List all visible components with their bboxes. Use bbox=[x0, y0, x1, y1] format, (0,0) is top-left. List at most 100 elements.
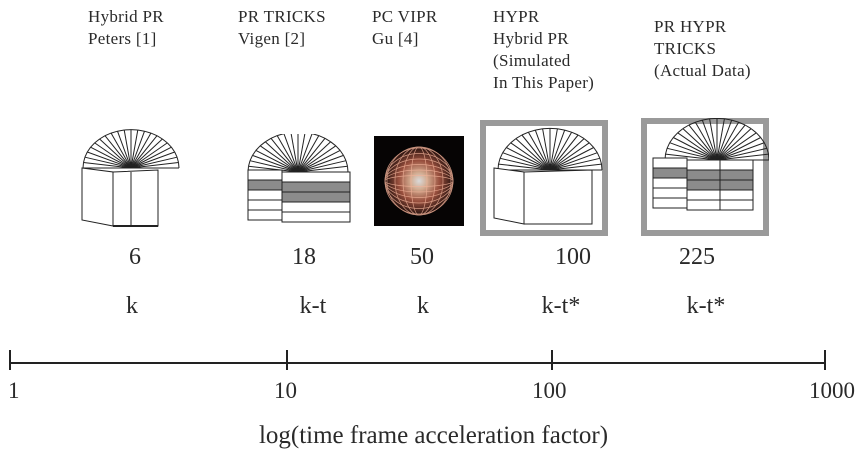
projection-spoke bbox=[549, 134, 579, 171]
projection-spoke bbox=[130, 138, 163, 169]
projection-edge bbox=[593, 147, 598, 153]
radial-projection-with-striped-slabs-icon bbox=[247, 134, 351, 223]
method-title-line: HYPR bbox=[493, 7, 540, 26]
projection-edge bbox=[665, 148, 668, 155]
projection-spoke bbox=[252, 154, 299, 173]
method-title-line: Hybrid PR bbox=[88, 7, 164, 26]
log-scale-axis bbox=[9, 350, 826, 370]
projection-spoke bbox=[270, 137, 299, 173]
projection-spoke bbox=[549, 129, 566, 171]
projection-edge bbox=[330, 141, 337, 147]
projection-spoke bbox=[123, 129, 132, 169]
sampling-kind-label: k bbox=[417, 293, 429, 319]
method-title-line: (Simulated bbox=[493, 51, 571, 70]
projection-edge bbox=[755, 132, 762, 138]
projection-edge bbox=[345, 160, 348, 167]
projection-spoke bbox=[716, 124, 746, 161]
projection-spoke bbox=[130, 142, 168, 169]
projection-edge bbox=[515, 134, 523, 140]
projection-spoke bbox=[297, 134, 313, 173]
projection-spoke bbox=[84, 156, 132, 169]
method-title-pr-tricks: PR TRICKS Vigen [2] bbox=[238, 6, 326, 50]
projection-edge bbox=[137, 129, 145, 132]
projection-spoke bbox=[673, 137, 718, 161]
method-title-line: (Actual Data) bbox=[654, 61, 751, 80]
projection-edge bbox=[156, 135, 163, 140]
projection-spoke bbox=[130, 135, 158, 169]
projection-spoke bbox=[534, 129, 551, 171]
projection-spoke bbox=[297, 154, 344, 173]
projection-spoke bbox=[502, 152, 551, 171]
projection-spoke bbox=[248, 165, 299, 173]
projection-edge bbox=[505, 142, 512, 148]
acceleration-factor-value: 18 bbox=[292, 244, 316, 270]
projection-edge bbox=[90, 142, 96, 148]
projection-edge bbox=[86, 146, 92, 153]
projection-spoke bbox=[527, 131, 551, 171]
sampling-kind-label: k-t bbox=[299, 293, 327, 319]
projection-spoke bbox=[90, 146, 132, 169]
projection-spoke bbox=[688, 124, 718, 161]
projection-spoke bbox=[297, 141, 332, 173]
projection-edge bbox=[599, 158, 602, 165]
projection-spoke bbox=[130, 131, 145, 169]
projection-edge bbox=[94, 138, 100, 144]
projection-spoke bbox=[498, 163, 551, 171]
projection-spoke bbox=[549, 147, 594, 171]
projection-spoke bbox=[665, 153, 718, 161]
projection-edge bbox=[170, 146, 176, 153]
projection-spoke bbox=[549, 142, 590, 171]
projection-edge bbox=[695, 119, 703, 123]
projection-edge bbox=[677, 128, 684, 134]
projection-edge bbox=[583, 138, 590, 144]
acceleration-factor-value: 6 bbox=[129, 244, 141, 270]
projection-spoke bbox=[716, 142, 765, 161]
projection-spoke bbox=[99, 138, 132, 169]
projection-edge bbox=[270, 135, 278, 139]
projection-spoke bbox=[130, 156, 178, 169]
projection-edge bbox=[702, 118, 710, 121]
projection-spoke bbox=[259, 145, 299, 173]
projection-spoke bbox=[297, 145, 337, 173]
projection-spoke bbox=[249, 160, 299, 173]
projection-edge bbox=[682, 124, 690, 130]
projection-edge bbox=[766, 148, 769, 155]
projection-edge bbox=[564, 129, 572, 133]
projection-spoke bbox=[549, 152, 598, 171]
projection-edge bbox=[150, 132, 158, 137]
projection-spoke bbox=[130, 146, 172, 169]
projection-edge bbox=[768, 154, 769, 161]
projection-edge bbox=[83, 157, 86, 163]
axis-title: log(time frame acceleration factor) bbox=[258, 422, 609, 449]
axis-tick-label: 100 bbox=[532, 378, 567, 403]
sphere-line bbox=[384, 147, 454, 215]
projection-spoke bbox=[276, 135, 299, 173]
radial-projection-with-striped-slabs-icon bbox=[641, 118, 769, 236]
axis-tick-label: 1 bbox=[8, 378, 20, 403]
projection-spoke bbox=[515, 138, 551, 171]
projection-edge bbox=[252, 150, 257, 156]
projection-spoke bbox=[716, 137, 761, 161]
method-title-line: TRICKS bbox=[654, 39, 717, 58]
projection-edge bbox=[324, 137, 331, 143]
projection-edge bbox=[763, 142, 768, 149]
projection-edge bbox=[277, 134, 285, 137]
projection-spoke bbox=[716, 128, 752, 161]
projection-edge bbox=[601, 164, 603, 171]
projection-edge bbox=[744, 124, 752, 130]
projection-edge bbox=[502, 147, 507, 153]
projection-spoke bbox=[716, 119, 733, 161]
projection-edge bbox=[259, 141, 266, 147]
projection-spoke bbox=[297, 165, 348, 173]
projection-edge bbox=[528, 129, 536, 133]
projection-edge bbox=[335, 145, 341, 151]
method-title-line: In This Paper) bbox=[493, 73, 595, 92]
projection-spoke bbox=[677, 132, 718, 161]
radial-projection-with-stacked-slabs-icon bbox=[81, 129, 180, 227]
method-title-line: Vigen [2] bbox=[238, 29, 306, 48]
method-title-line: PR TRICKS bbox=[238, 7, 326, 26]
method-title-pc-vipr: PC VIPR Gu [4] bbox=[372, 6, 438, 50]
projection-edge bbox=[596, 152, 601, 159]
projection-spoke bbox=[297, 149, 341, 173]
3d-radial-sphere-icon bbox=[374, 136, 464, 226]
